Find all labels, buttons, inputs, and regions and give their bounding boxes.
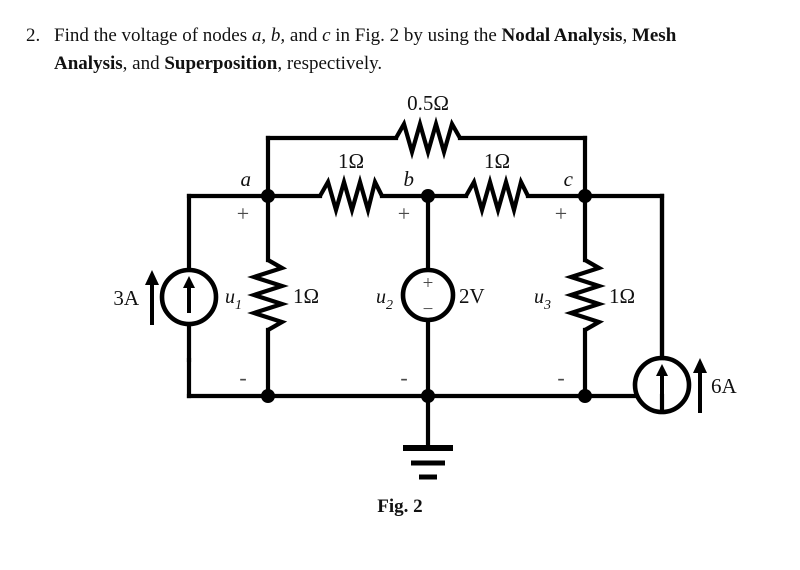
node-label-a: a	[241, 167, 252, 191]
problem-text-line-2: Analysis, and Superposition, respectivel…	[54, 50, 774, 78]
method-mesh-part2: Analysis	[54, 53, 123, 74]
node-dot-a	[261, 189, 275, 203]
node-dot-bottom-left	[261, 389, 275, 403]
node-ref-b: b,	[270, 25, 286, 46]
voltage-source-2v-minus: −	[423, 299, 434, 320]
node-dot-b	[421, 189, 435, 203]
polarity-minus-u1: -	[239, 365, 246, 390]
polarity-minus-u2: -	[400, 365, 407, 390]
text-sep-4: , and	[122, 53, 165, 74]
node-dot-bottom-right	[578, 389, 592, 403]
circuit-schematic: a b c 0.5Ω 1Ω 1Ω 1Ω 1Ω 3A 2V 6A u1 u2 u3…	[113, 91, 738, 517]
node-label-b: b	[404, 167, 415, 191]
label-current-source-3a: 3A	[113, 286, 140, 310]
text-sep-3: ,	[622, 25, 632, 46]
current-6a-reference-head	[693, 358, 707, 373]
current-source-3a-arrow-head	[183, 276, 195, 288]
problem-line-1: 2. Find the voltage of nodes a, b, and c…	[26, 22, 774, 50]
resistor-symbol-0p5-ohm	[394, 116, 462, 160]
label-voltage-u1: u1	[225, 286, 242, 313]
text-sep-1: ,	[261, 25, 271, 46]
problem-text-line-1: Find the voltage of nodes a, b, and c in…	[54, 22, 774, 50]
problem-line-2: Analysis, and Superposition, respectivel…	[26, 50, 774, 78]
problem-statement: 2. Find the voltage of nodes a, b, and c…	[26, 22, 774, 78]
node-dot-c	[578, 189, 592, 203]
polarity-minus-u3: -	[557, 365, 564, 390]
polarity-plus-u2: +	[398, 201, 410, 226]
label-resistor-a-ground-1-ohm: 1Ω	[293, 284, 319, 308]
problem-number: 2.	[26, 25, 41, 46]
polarity-plus-u3: +	[555, 201, 567, 226]
figure-caption: Fig. 2	[377, 496, 422, 517]
voltage-source-2v-body	[400, 267, 456, 323]
circuit-figure: a b c 0.5Ω 1Ω 1Ω 1Ω 1Ω 3A 2V 6A u1 u2 u3…	[0, 88, 800, 533]
label-resistor-bc-1-ohm: 1Ω	[484, 149, 510, 173]
polarity-plus-u1: +	[237, 201, 249, 226]
label-resistor-0p5-ohm: 0.5Ω	[407, 91, 449, 115]
node-dot-bottom-mid	[421, 389, 435, 403]
method-nodal-analysis: Nodal Analysis	[501, 25, 623, 46]
label-voltage-u3: u3	[534, 286, 551, 313]
label-current-source-6a: 6A	[711, 374, 738, 398]
label-voltage-u2: u2	[376, 286, 393, 313]
label-voltage-source-2v: 2V	[459, 284, 485, 308]
method-superposition: Superposition	[164, 53, 278, 74]
text-find-voltage: Find the voltage of nodes	[54, 25, 252, 46]
method-mesh-part1: Mesh	[631, 25, 677, 46]
text-fig-ref: in Fig. 2 by using the	[330, 25, 502, 46]
text-sep-2: and	[285, 25, 323, 46]
resistor-symbol-a-ground-1-ohm	[247, 258, 289, 332]
resistor-symbol-c-ground-1-ohm	[564, 258, 606, 332]
resistor-symbol-ab-1-ohm	[318, 174, 384, 219]
node-label-c: c	[564, 167, 574, 191]
voltage-source-2v-plus: +	[423, 273, 434, 294]
text-respectively: , respectively.	[277, 53, 383, 74]
current-source-6a-arrow-head	[656, 364, 668, 376]
resistor-symbol-bc-1-ohm	[464, 174, 530, 219]
current-3a-reference-head	[145, 270, 159, 285]
label-resistor-ab-1-ohm: 1Ω	[338, 149, 364, 173]
node-ref-a: a	[251, 25, 262, 46]
node-ref-c: c	[322, 25, 331, 46]
label-resistor-c-ground-1-ohm: 1Ω	[609, 284, 635, 308]
